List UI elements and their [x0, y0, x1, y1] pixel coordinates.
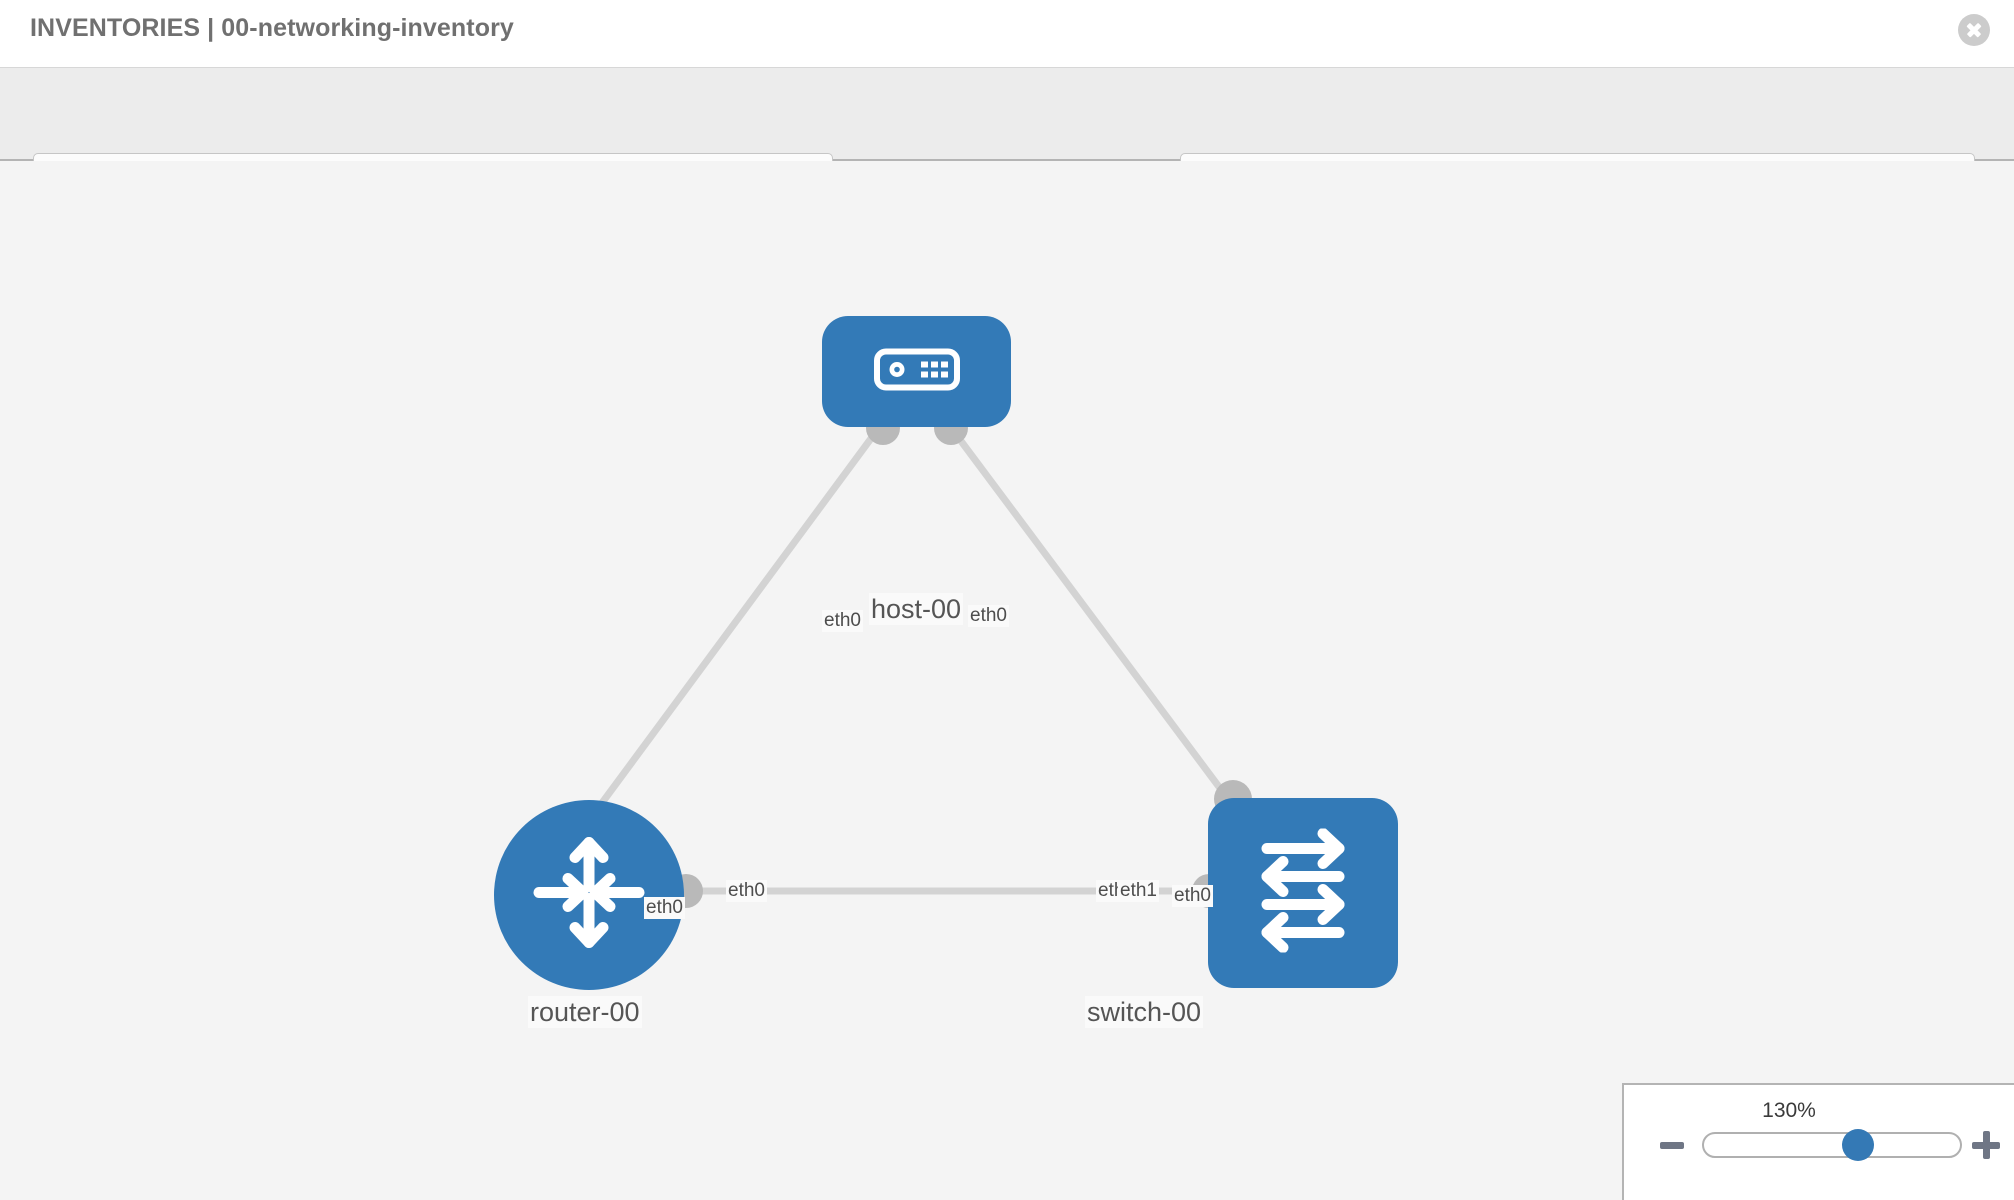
page-header: INVENTORIES | 00-networking-inventory — [0, 0, 2014, 68]
interface-label-host-right: eth0 — [968, 605, 1009, 627]
node-switch-00[interactable] — [1208, 798, 1398, 988]
zoom-slider-thumb[interactable] — [1841, 1129, 1874, 1161]
topology-canvas[interactable]: eth0 host-00 eth0 — [0, 161, 2014, 1200]
interface-label-host-left: eth0 — [822, 610, 863, 632]
zoom-out-button[interactable] — [1660, 1142, 1684, 1149]
interface-label-router-right: eth0 — [726, 880, 767, 902]
interface-label-switch-up: eth0 — [1172, 885, 1213, 907]
zoom-in-button[interactable] — [1972, 1131, 2000, 1159]
router-icon — [527, 831, 651, 960]
node-router-00[interactable] — [494, 800, 684, 990]
toolbar: ACTIONS SEARCH — [0, 68, 2014, 205]
server-icon — [873, 348, 960, 395]
close-icon[interactable] — [1958, 14, 1990, 46]
zoom-slider-track[interactable] — [1702, 1129, 1962, 1161]
interface-label-router-up: eth0 — [644, 897, 685, 919]
zoom-control-panel: 130% — [1622, 1083, 2014, 1200]
node-label-host-00: host-00 — [869, 593, 964, 625]
node-label-switch-00: switch-00 — [1085, 996, 1204, 1028]
switch-icon — [1241, 828, 1365, 958]
interface-label-switch-left-b: eth1 — [1118, 880, 1159, 902]
topology-links — [593, 426, 1240, 895]
page-title: INVENTORIES | 00-networking-inventory — [30, 14, 514, 42]
zoom-level-value: 130% — [1762, 1099, 1816, 1122]
node-label-router-00: router-00 — [528, 996, 642, 1028]
node-host-00[interactable] — [822, 316, 1011, 427]
